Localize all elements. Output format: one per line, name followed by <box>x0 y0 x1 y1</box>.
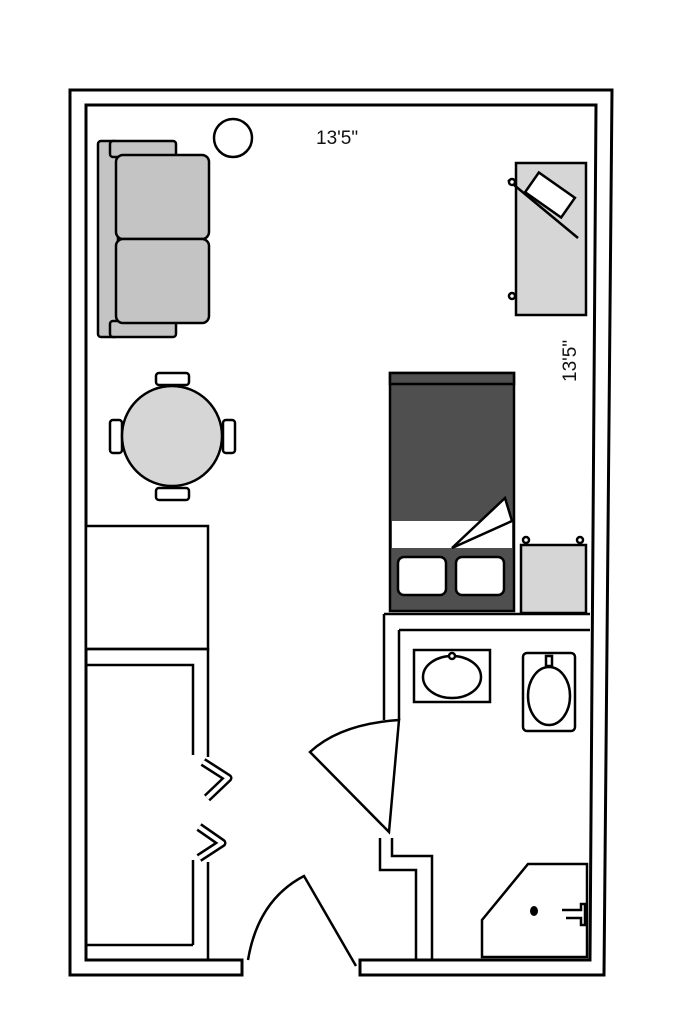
closet <box>86 647 210 960</box>
bed <box>388 371 516 613</box>
exterior-walls <box>68 88 614 977</box>
dresser <box>507 161 588 317</box>
kitchen-counter <box>84 524 210 651</box>
depth-dimension-label: 13'5" <box>560 340 581 382</box>
sofa <box>96 139 211 339</box>
toilet <box>521 651 577 733</box>
bathroom-sink <box>412 648 492 704</box>
nightstand <box>519 535 588 615</box>
entry-door <box>246 874 358 967</box>
shower <box>480 862 589 959</box>
dining-table <box>108 371 237 502</box>
bathroom-walls <box>378 612 590 960</box>
bathroom-door <box>308 718 401 835</box>
closet-bifold-door <box>196 758 233 862</box>
width-dimension-label: 13'5" <box>316 128 358 149</box>
floor-lamp <box>212 117 254 159</box>
